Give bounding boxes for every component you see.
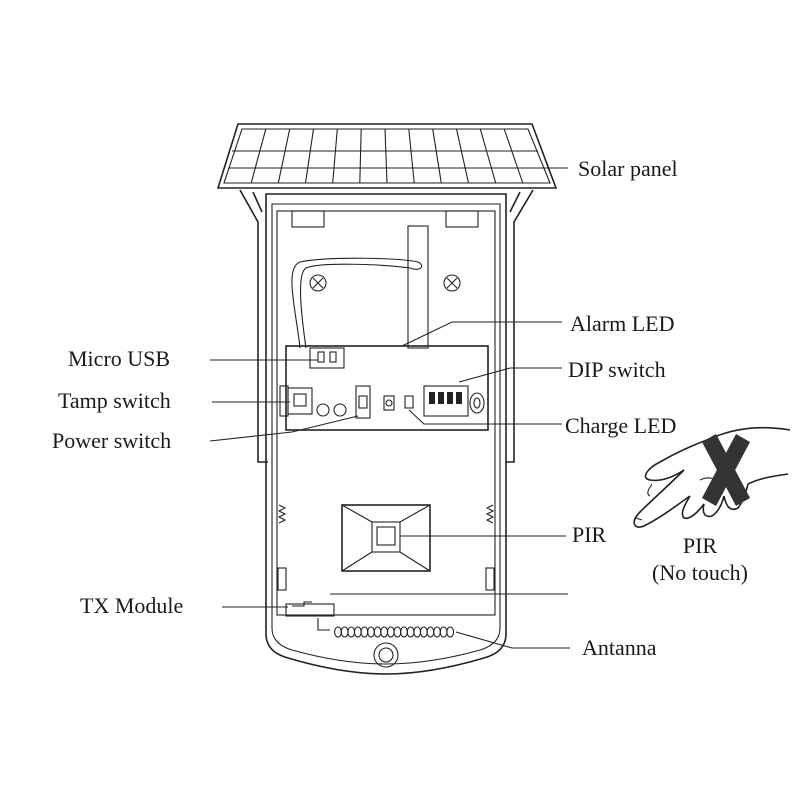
label-antenna: Antanna: [582, 635, 657, 660]
label-tx-module: TX Module: [80, 593, 183, 618]
charge-led: [404, 395, 414, 409]
screw-icon: [309, 274, 461, 292]
usb-cable: [291, 257, 423, 349]
housing: [265, 193, 507, 675]
panel-bracket: [239, 189, 534, 463]
label-alarm-led: Alarm LED: [570, 311, 674, 336]
label-pir-no-touch-line2: (No touch): [652, 560, 748, 585]
label-pir-no-touch-line1: PIR: [683, 533, 718, 558]
dip-switch: [423, 385, 469, 417]
label-tamp-switch: Tamp switch: [58, 388, 171, 413]
pcb-board: [279, 345, 489, 431]
pir-lens-icon: [341, 504, 431, 572]
power-switch: [355, 385, 371, 419]
tx-module: [285, 601, 335, 631]
label-solar-panel: Solar panel: [578, 156, 678, 181]
antenna-coil-icon: [334, 626, 455, 638]
leader-lines: [209, 167, 570, 649]
hand-icon: [633, 426, 791, 528]
micro-usb-port: [309, 347, 345, 369]
solar-panel-icon: [216, 123, 558, 189]
label-micro-usb: Micro USB: [68, 346, 170, 371]
cross-mark-icon: [702, 434, 750, 506]
alarm-led: [383, 395, 395, 411]
label-dip-switch: DIP switch: [568, 357, 666, 382]
label-power-switch: Power switch: [52, 428, 171, 453]
label-pir: PIR: [572, 522, 607, 547]
label-charge-led: Charge LED: [565, 413, 676, 438]
tamper-switch: [287, 387, 313, 415]
